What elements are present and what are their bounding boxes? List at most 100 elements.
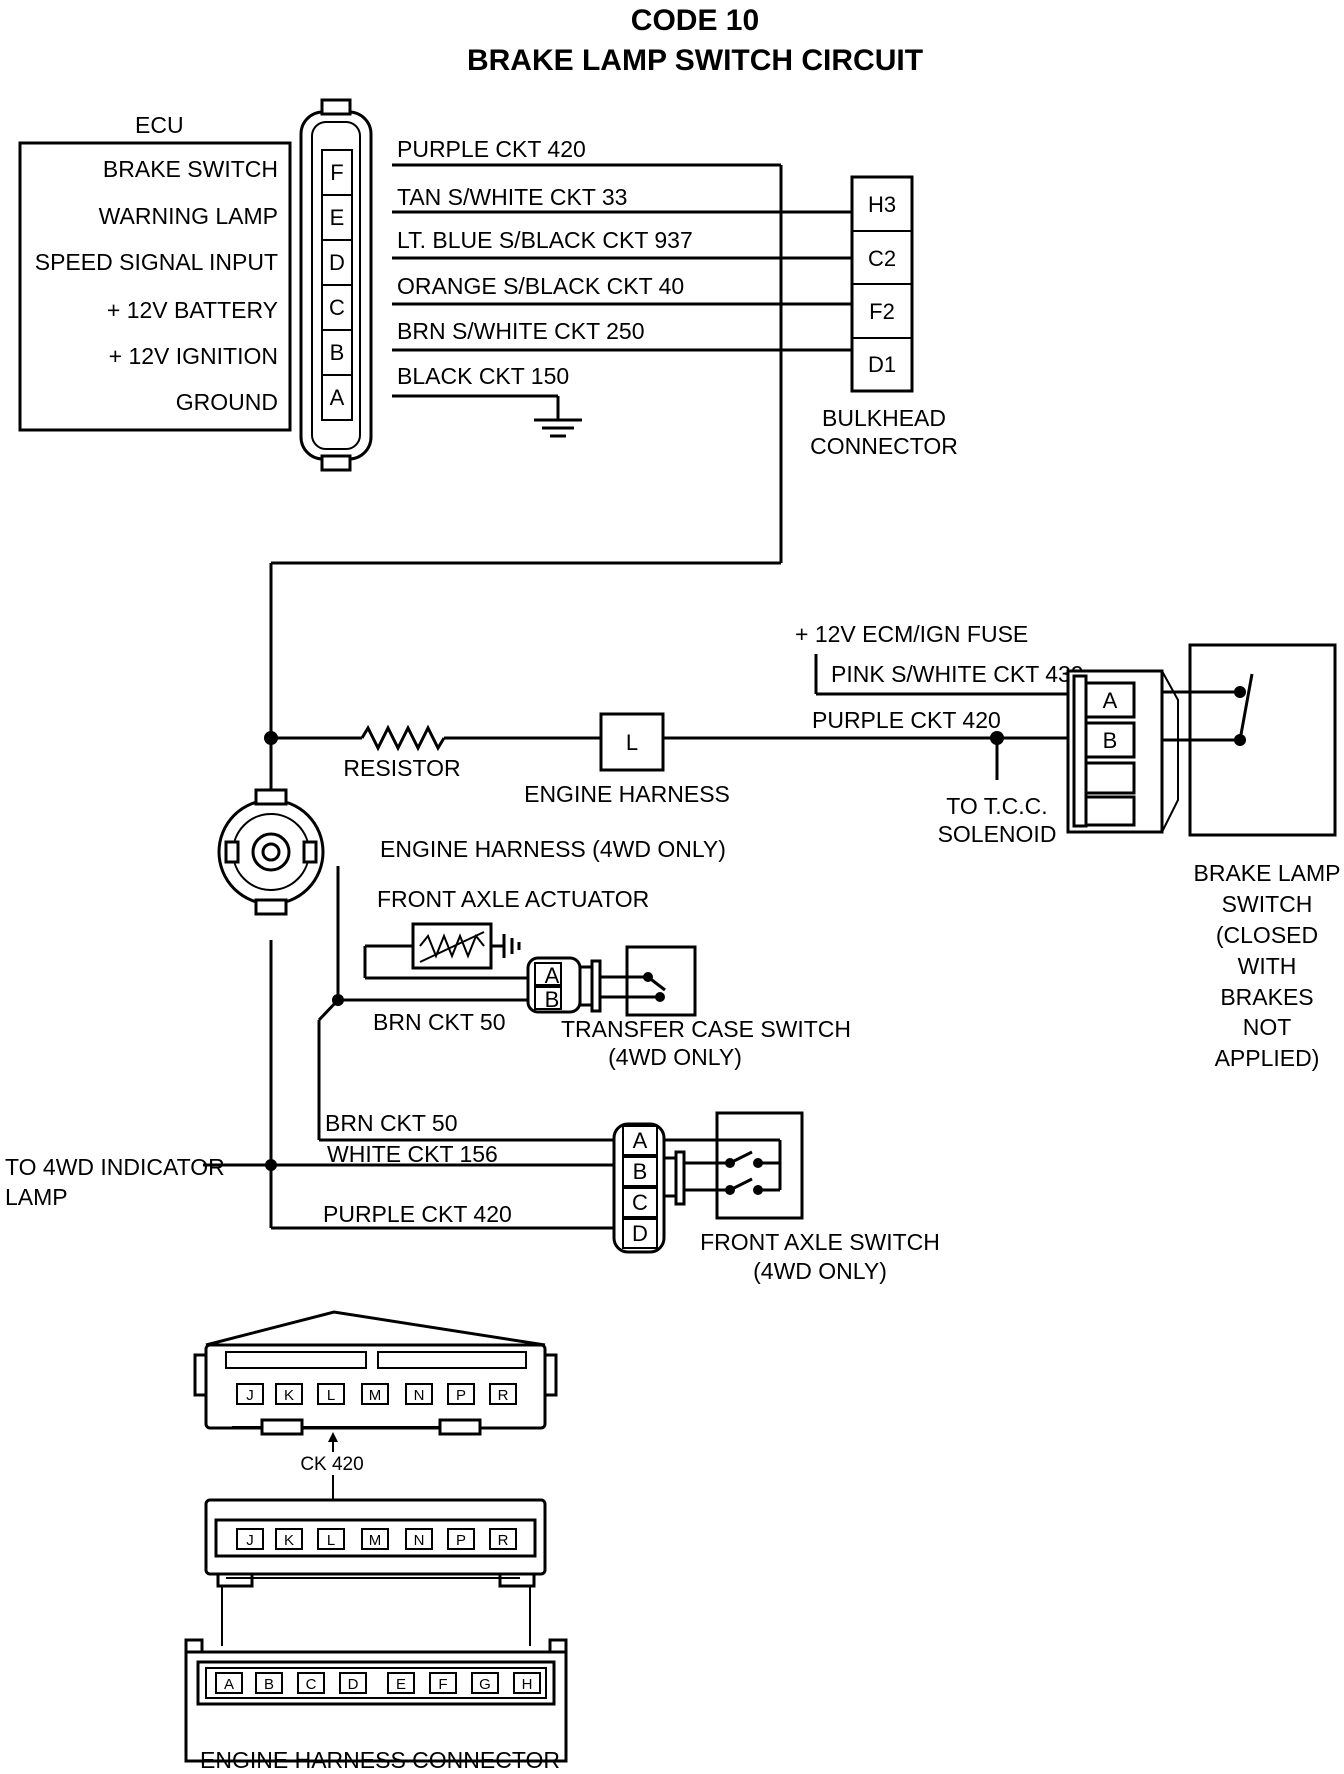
transfer-case-label-line1: TRANSFER CASE SWITCH xyxy=(561,1016,851,1042)
brake-switch-label-line3: (CLOSED xyxy=(1216,922,1318,948)
harness-bot-pin-f: F xyxy=(438,1676,447,1693)
engine-harness-label: ENGINE HARNESS xyxy=(524,781,730,807)
front-axle-switch-label-line1: FRONT AXLE SWITCH xyxy=(700,1229,940,1255)
engine-harness-connector-bottom xyxy=(184,1638,568,1763)
engine-harness-pin: L xyxy=(626,730,638,755)
wire-label-white-156: WHITE CKT 156 xyxy=(327,1141,498,1167)
harness-top-pin-l: L xyxy=(327,1387,335,1404)
ecu-pin-f: F xyxy=(330,160,343,185)
harness-bot-pin-e: E xyxy=(396,1676,406,1693)
axle-pin-b: B xyxy=(633,1159,648,1184)
harness-bot-pin-b: B xyxy=(264,1676,274,1693)
wire-label-orange-40: ORANGE S/BLACK CKT 40 xyxy=(397,273,684,299)
axle-pin-d: D xyxy=(632,1221,648,1246)
lower-wires xyxy=(203,1163,622,1230)
indicator-lamp-label-line2: LAMP xyxy=(5,1184,68,1210)
harness-bot-pin-h: H xyxy=(522,1676,533,1693)
ecu-pin-c: C xyxy=(329,295,345,320)
harness-bot-pin-c: C xyxy=(306,1676,317,1693)
harness-mid-pin-k: K xyxy=(284,1532,294,1549)
harness-mid-pin-r: R xyxy=(498,1532,509,1549)
brake-switch-label-line1: BRAKE LAMP xyxy=(1194,860,1341,886)
diagram-title: BRAKE LAMP SWITCH CIRCUIT xyxy=(467,44,923,77)
front-axle-connector: A B C D xyxy=(612,1122,686,1254)
ecu-connector: F E D C B A xyxy=(299,98,373,472)
ecu-pin-a: A xyxy=(330,385,345,410)
ecu-pin-names: BRAKE SWITCH WARNING LAMP SPEED SIGNAL I… xyxy=(35,156,278,415)
ecu-pin-name-a: GROUND xyxy=(176,389,278,415)
front-axle-switch-label-line2: (4WD ONLY) xyxy=(753,1258,887,1284)
transfer-pin-b: B xyxy=(545,987,560,1012)
harness-mid-pin-j: J xyxy=(246,1532,254,1549)
ecu-pin-e: E xyxy=(330,205,345,230)
engine-harness-4wd-label: ENGINE HARNESS (4WD ONLY) xyxy=(380,836,726,862)
ecu-pin-name-d: SPEED SIGNAL INPUT xyxy=(35,249,278,275)
ecu-pin-d: D xyxy=(329,250,345,275)
bulkhead-pin-c2: C2 xyxy=(868,246,896,271)
brake-switch-label-line6: NOT xyxy=(1243,1014,1292,1040)
round-harness-connector xyxy=(217,788,325,916)
transfer-case-label-line2: (4WD ONLY) xyxy=(608,1044,742,1070)
harness-mid-pin-l: L xyxy=(327,1532,335,1549)
axle-pin-a: A xyxy=(633,1128,648,1153)
brake-switch-label-line5: BRAKES xyxy=(1220,984,1313,1010)
ecu-wires xyxy=(392,163,852,563)
brake-switch-label-line2: SWITCH xyxy=(1222,891,1313,917)
engine-harness-top-pins: J K L M N P R xyxy=(236,1383,517,1405)
harness-top-pin-k: K xyxy=(284,1387,294,1404)
wire-label-ltblue-937: LT. BLUE S/BLACK CKT 937 xyxy=(397,227,693,253)
ecu-label: ECU xyxy=(135,112,184,138)
harness-top-pin-n: N xyxy=(414,1387,425,1404)
engine-harness-connector-top xyxy=(193,1310,558,1436)
tcc-label-line1: TO T.C.C. xyxy=(946,793,1047,819)
ecu-pin-name-e: WARNING LAMP xyxy=(99,203,278,229)
harness-top-pin-r: R xyxy=(498,1387,509,1404)
bulkhead-label-line2: CONNECTOR xyxy=(810,433,958,459)
wire-label-purple-420-brake: PURPLE CKT 420 xyxy=(812,707,1001,733)
wire-label-brn-250: BRN S/WHITE CKT 250 xyxy=(397,318,645,344)
brake-switch-pin-a: A xyxy=(1103,688,1118,713)
harness-top-pin-p: P xyxy=(456,1387,466,1404)
bulkhead-connector: H3 C2 F2 D1 xyxy=(850,175,914,393)
engine-harness-bottom-pins: A B C D E F G H xyxy=(215,1672,541,1694)
axle-pin-c: C xyxy=(632,1190,648,1215)
harness-bot-pin-g: G xyxy=(479,1676,491,1693)
ecu-box xyxy=(18,141,292,432)
wire-label-brn-50-lower: BRN CKT 50 xyxy=(325,1110,458,1136)
transfer-pin-a: A xyxy=(545,963,560,988)
ecu-pin-name-b: + 12V IGNITION xyxy=(109,343,278,369)
engine-harness-connector-middle xyxy=(204,1498,547,1646)
front-axle-actuator xyxy=(363,922,530,980)
ecu-wire-labels: PURPLE CKT 420 TAN S/WHITE CKT 33 LT. BL… xyxy=(397,136,693,389)
harness-mid-pin-p: P xyxy=(456,1532,466,1549)
ck-420-label: CK 420 xyxy=(300,1454,363,1475)
wire-label-black-150: BLACK CKT 150 xyxy=(397,363,569,389)
wire-label-pink-439: PINK S/WHITE CKT 439 xyxy=(831,661,1084,687)
engine-harness-pin-box xyxy=(599,712,665,772)
engine-harness-middle-pins: J K L M N P R xyxy=(236,1528,517,1550)
brake-switch-label: BRAKE LAMP SWITCH (CLOSED WITH BRAKES NO… xyxy=(1194,860,1341,1071)
harness-mid-pin-m: M xyxy=(369,1532,382,1549)
brake-lamp-switch xyxy=(1162,643,1337,837)
bulkhead-pin-f2: F2 xyxy=(869,299,895,324)
indicator-lamp-label-line1: TO 4WD INDICATOR xyxy=(5,1154,225,1180)
bulkhead-label-line1: BULKHEAD xyxy=(822,405,946,431)
ecu-pin-name-c: + 12V BATTERY xyxy=(107,297,278,323)
brake-switch-connector: A B xyxy=(1066,669,1179,834)
engine-harness-connector-label: ENGINE HARNESS CONNECTOR xyxy=(200,1747,560,1773)
harness-top-pin-j: J xyxy=(246,1387,254,1404)
bulkhead-pin-h3: H3 xyxy=(868,192,896,217)
transfer-case-connector: A B xyxy=(526,956,602,1014)
harness-mid-pin-n: N xyxy=(414,1532,425,1549)
harness-bot-pin-a: A xyxy=(224,1676,234,1693)
front-axle-switch xyxy=(664,1111,804,1220)
front-axle-actuator-label: FRONT AXLE ACTUATOR xyxy=(377,886,649,912)
wire-label-brn-50-upper: BRN CKT 50 xyxy=(373,1009,506,1035)
diagram-title-code: CODE 10 xyxy=(631,4,759,37)
wire-label-purple-420: PURPLE CKT 420 xyxy=(397,136,586,162)
bulkhead-pin-d1: D1 xyxy=(868,352,896,377)
harness-bot-pin-d: D xyxy=(348,1676,359,1693)
ecu-pin-name-f: BRAKE SWITCH xyxy=(103,156,278,182)
fuse-label: + 12V ECM/IGN FUSE xyxy=(795,621,1028,647)
